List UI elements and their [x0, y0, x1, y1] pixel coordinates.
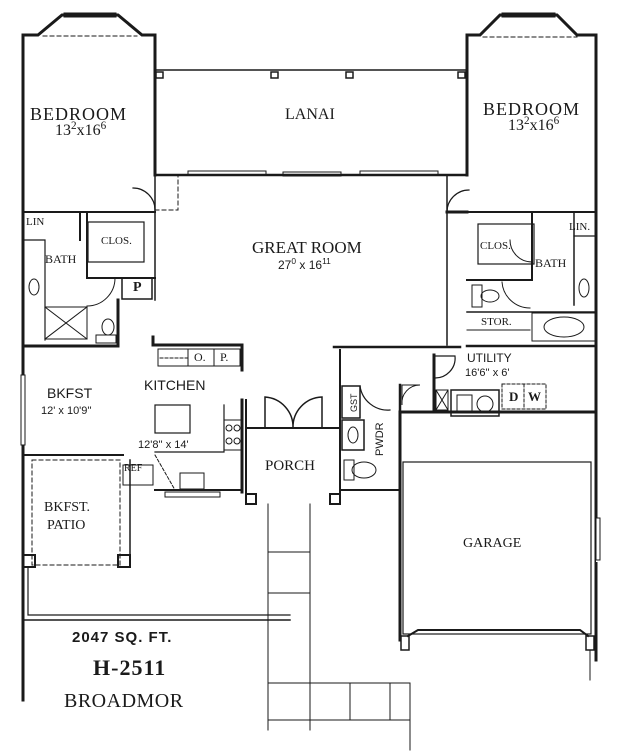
bath-left-label: BATH	[45, 252, 77, 266]
dim-a-sup: 0	[291, 256, 297, 267]
porch-entry	[245, 349, 411, 751]
garage-label: GARAGE	[463, 536, 522, 551]
dryer-label: D	[509, 389, 519, 404]
dim-b-sup: 6	[553, 114, 560, 127]
utility-dims: 16'6'' x 6'	[465, 367, 510, 379]
op-o-label: O.	[194, 350, 206, 364]
lanai-walls	[153, 69, 469, 177]
great-room-walls	[132, 174, 470, 346]
dim-a: 13	[508, 117, 524, 134]
bkfst-patio	[22, 459, 291, 621]
great-room-label: GREAT ROOM	[252, 238, 362, 257]
ref-label: REF	[124, 463, 143, 474]
lin-right-label: LIN.	[569, 221, 591, 233]
dim-x: x	[296, 258, 309, 272]
kitchen-dims: 12'8'' x 14'	[138, 439, 189, 451]
bath-right-label: BATH	[535, 256, 567, 270]
great-room-dims: 270 x 1611	[278, 256, 331, 272]
bkfst-patio-label-1: BKFST.	[44, 500, 91, 515]
bkfst-dims: 12' x 10'9''	[41, 405, 92, 417]
gst-label: GST	[349, 393, 359, 412]
bkfst-label: BKFST	[47, 385, 93, 401]
dim-a: 27	[278, 258, 292, 272]
left-bath-closet	[21, 211, 156, 348]
washer-label: W	[528, 389, 541, 404]
dim-b-sup: 11	[322, 256, 331, 267]
pwdr-label: PWDR	[374, 422, 386, 456]
dim-x: x	[76, 122, 85, 139]
powder-room	[339, 383, 402, 642]
kitchen-label: KITCHEN	[144, 377, 206, 393]
bedroom-left-dims: 132x166	[55, 119, 107, 140]
dim-x: x	[529, 117, 538, 134]
kitchen-bkfst	[22, 335, 244, 498]
clos-left-label: CLOS.	[101, 235, 132, 247]
right-bath-closet	[465, 211, 598, 348]
bedroom-right-dims: 132x166	[508, 114, 560, 135]
bkfst-patio-label-2: PATIO	[47, 518, 86, 533]
dim-a-sup: 2	[524, 114, 530, 127]
model-number: H-2511	[93, 655, 167, 680]
bedroom-left-label: BEDROOM	[30, 104, 128, 124]
dim-a-sup: 2	[71, 119, 77, 132]
utility-label: UTILITY	[467, 351, 512, 365]
model-name: BROADMOR	[64, 690, 184, 712]
dim-a: 13	[55, 122, 71, 139]
lin-left-label: LIN	[26, 216, 45, 228]
dim-b: 16	[537, 117, 554, 134]
utility-room	[332, 345, 598, 417]
square-footage: 2047 SQ. FT.	[72, 629, 173, 646]
porch-label: PORCH	[265, 458, 316, 474]
dim-b: 16	[308, 258, 323, 272]
clos-right-label: CLOS.	[480, 240, 511, 252]
op-p-label: P.	[220, 350, 229, 364]
dim-b-sup: 6	[100, 119, 107, 132]
garage	[398, 410, 601, 681]
dim-b: 16	[84, 122, 101, 139]
lanai-label: LANAI	[285, 106, 335, 123]
p-left-label: P	[133, 280, 142, 295]
stor-label: STOR.	[481, 316, 512, 328]
bedroom-right-label: BEDROOM	[483, 99, 581, 119]
bkfst-outer-wall	[20, 348, 26, 462]
